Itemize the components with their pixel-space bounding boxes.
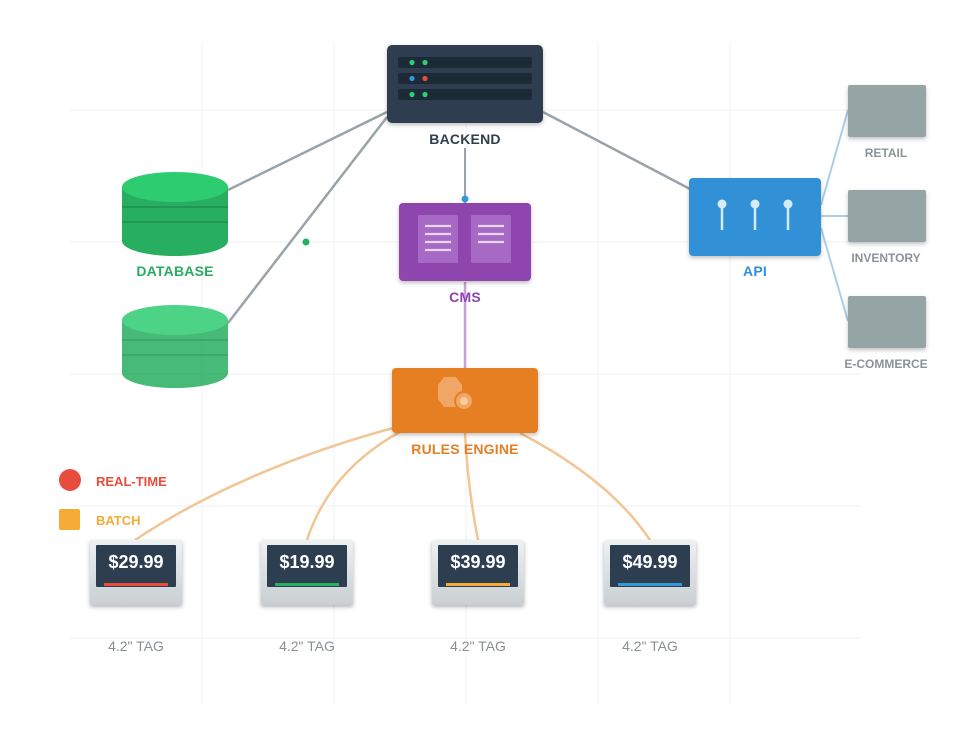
tag-price: $19.99 xyxy=(279,552,335,572)
tag-size-label: 4.2" TAG xyxy=(279,638,335,654)
data-packet-dot xyxy=(461,195,469,203)
tag-screen: $29.99 xyxy=(96,545,176,587)
database-replica-node[interactable] xyxy=(122,305,228,388)
backend-node[interactable] xyxy=(387,45,543,123)
retail-channel-box[interactable] xyxy=(848,85,926,137)
server-rack-icon xyxy=(398,57,532,100)
connector-pins-icon xyxy=(717,199,793,230)
database-node[interactable] xyxy=(122,172,228,256)
tag-size-label: 4.2" TAG xyxy=(108,638,164,654)
batch-legend-label: BATCH xyxy=(96,513,141,528)
database-cylinder-icon xyxy=(122,305,228,388)
inventory-channel-box[interactable] xyxy=(848,190,926,242)
tag-price: $29.99 xyxy=(108,552,164,572)
data-packet-dot xyxy=(302,238,310,246)
book-pages-icon xyxy=(418,215,511,263)
ecommerce-channel-box[interactable] xyxy=(848,296,926,348)
ecommerce-label: E-COMMERCE xyxy=(844,357,928,371)
tag-screen: $39.99 xyxy=(438,545,518,587)
tag-price: $39.99 xyxy=(450,552,506,572)
realtime-legend-marker xyxy=(59,469,81,491)
tag-status-stripe xyxy=(446,583,510,586)
database-label: DATABASE xyxy=(136,263,214,279)
gear-icon xyxy=(438,377,474,411)
backend-api-link xyxy=(542,110,691,191)
tag-price: $49.99 xyxy=(622,552,678,572)
batch-legend-marker xyxy=(59,509,80,530)
tag-status-stripe xyxy=(275,583,339,586)
price-tag[interactable]: $39.99 xyxy=(432,540,524,605)
rules-tag-2-link xyxy=(305,430,401,541)
tag-size-label: 4.2" TAG xyxy=(622,638,678,654)
backend-database-replica-link xyxy=(227,116,388,324)
tag-screen: $19.99 xyxy=(267,545,347,587)
api-label: API xyxy=(743,263,767,279)
price-tag[interactable]: $19.99 xyxy=(261,540,353,605)
tag-status-stripe xyxy=(618,583,682,586)
rules-engine-node[interactable] xyxy=(392,368,538,433)
realtime-legend-label: REAL-TIME xyxy=(96,474,167,489)
price-tag[interactable]: $49.99 xyxy=(604,540,696,605)
connectors xyxy=(134,109,849,542)
backend-label: BACKEND xyxy=(429,131,501,147)
cms-label: CMS xyxy=(449,289,481,305)
tag-status-stripe xyxy=(104,583,168,586)
rules-tag-1-link xyxy=(134,426,394,542)
tag-screen: $49.99 xyxy=(610,545,690,587)
backend-database-link xyxy=(227,110,388,192)
rules-tag-3-link xyxy=(463,432,480,541)
rules-tag-4-link xyxy=(519,431,652,541)
tag-size-label: 4.2" TAG xyxy=(450,638,506,654)
api-node[interactable] xyxy=(689,178,821,256)
api-retail-link xyxy=(820,109,849,206)
api-ecommerce-link xyxy=(820,227,849,322)
price-tag[interactable]: $29.99 xyxy=(90,540,182,605)
inventory-label: INVENTORY xyxy=(851,251,921,265)
retail-label: RETAIL xyxy=(864,146,908,160)
cms-node[interactable] xyxy=(399,203,531,281)
database-cylinder-icon xyxy=(122,172,228,256)
rules-engine-label: RULES ENGINE xyxy=(411,441,519,457)
